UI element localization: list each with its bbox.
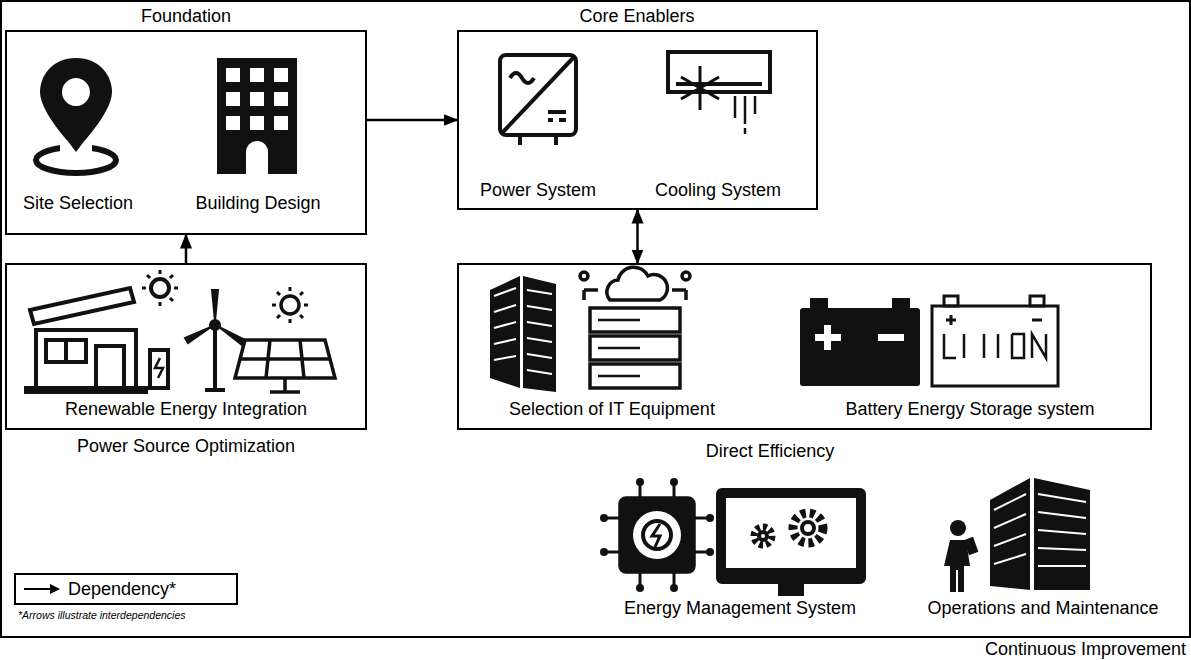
- group-box: Selection of IT Equipment Battery Energy …: [457, 263, 1152, 430]
- icon-label: Operations and Maintenance: [927, 598, 1158, 618]
- icon-label: Energy Management System: [624, 598, 856, 618]
- icon-label: Selection of IT Equipment: [509, 399, 715, 419]
- air-conditioner-icon: [668, 52, 770, 134]
- footnote: *Arrows illustrate interdependencies: [18, 609, 186, 621]
- solar-panel-icon: [235, 287, 335, 392]
- group-heading: Core Enablers: [579, 6, 694, 26]
- icon-label: Power System: [480, 180, 596, 200]
- server-rack-icon: [490, 276, 556, 392]
- technician-rack-icon: [944, 478, 1090, 592]
- cloud-server-icon: [580, 267, 690, 388]
- group-box: Core EnablersPower SystemCooling System: [457, 30, 818, 210]
- icon-label: Battery Energy Storage system: [845, 399, 1094, 419]
- icon-label: Cooling System: [655, 180, 781, 200]
- energy-gear-icon: [600, 478, 714, 592]
- group-heading: Direct Efficiency: [706, 441, 835, 461]
- group-heading: Continuous Improvement: [985, 639, 1186, 659]
- inverter-icon: [500, 55, 576, 145]
- solar-house-icon: [26, 270, 178, 392]
- legend-box: Dependency*: [14, 573, 238, 605]
- building-icon: [217, 58, 297, 174]
- icon-label: Building Design: [195, 193, 320, 213]
- group-box: Renewable Energy IntegrationPower Source…: [5, 263, 367, 430]
- dependency-arrow: [636, 210, 639, 263]
- group-heading: Power Source Optimization: [77, 436, 295, 456]
- icon-label: Renewable Energy Integration: [65, 399, 307, 419]
- li-ion-battery-icon: [932, 296, 1058, 386]
- group-box: FoundationSite SelectionBuilding Design: [5, 30, 367, 235]
- legend-text: Dependency*: [68, 579, 176, 599]
- icon-label: Site Selection: [23, 193, 133, 213]
- dependency-arrow: [367, 119, 457, 122]
- map-pin-icon: [36, 58, 116, 173]
- outer-frame: Energy Management System Operations and M…: [0, 0, 1191, 638]
- legend-arrow-sample: [20, 575, 64, 603]
- monitor-gears-icon: [718, 490, 864, 594]
- group-heading: Foundation: [141, 6, 231, 26]
- battery-icon: [800, 298, 920, 386]
- dependency-arrow: [185, 235, 188, 263]
